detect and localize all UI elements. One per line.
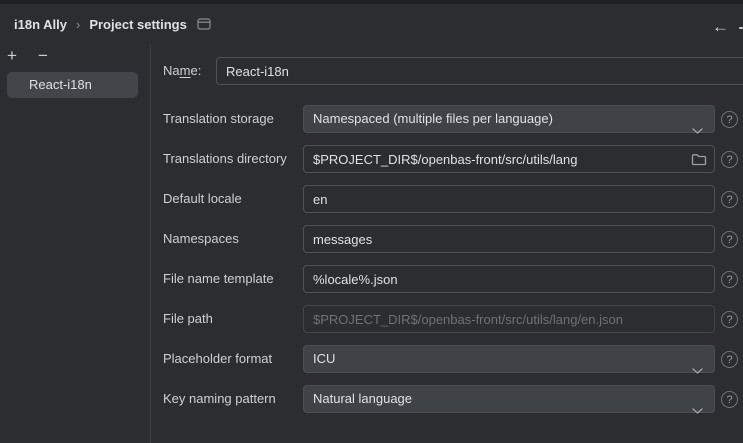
- default-locale-help-icon[interactable]: ?: [721, 191, 738, 208]
- remove-project-button[interactable]: −: [38, 46, 48, 65]
- name-label-pre: Na: [163, 63, 180, 78]
- name-label-mnemonic: m: [179, 63, 191, 78]
- namespaces-input[interactable]: [303, 225, 715, 253]
- key-naming-pattern-value: Natural language: [313, 391, 413, 406]
- project-list-panel: [0, 44, 150, 443]
- translations-directory-help-icon[interactable]: ?: [721, 151, 738, 168]
- default-locale-input[interactable]: [303, 185, 715, 213]
- browse-folder-icon[interactable]: [688, 148, 710, 170]
- sidebar-divider: [150, 44, 151, 443]
- breadcrumb: i18n Ally › Project settings: [0, 4, 743, 44]
- default-locale-label: Default locale: [163, 191, 242, 206]
- translations-directory-input[interactable]: [303, 145, 715, 173]
- name-label-post: e:: [190, 63, 202, 78]
- file-path-help-icon[interactable]: ?: [721, 311, 738, 328]
- add-project-button[interactable]: +: [7, 46, 17, 65]
- breadcrumb-separator: ›: [75, 16, 81, 32]
- back-arrow-icon[interactable]: ←: [712, 17, 729, 36]
- sidebar-toolbar: + −: [0, 44, 55, 68]
- namespaces-label: Namespaces: [163, 231, 239, 246]
- file-path-input: [303, 305, 715, 333]
- chevron-down-icon: [692, 117, 703, 143]
- key-naming-pattern-help-icon[interactable]: ?: [721, 391, 738, 408]
- key-naming-pattern-label: Key naming pattern: [163, 391, 276, 406]
- name-label: Name:: [163, 57, 201, 85]
- chevron-down-icon: [692, 357, 703, 383]
- file-path-label: File path: [163, 311, 213, 326]
- file-name-template-help-icon[interactable]: ?: [721, 271, 738, 288]
- translations-directory-label: Translations directory: [163, 151, 287, 166]
- namespaces-help-icon[interactable]: ?: [721, 231, 738, 248]
- breadcrumb-current: Project settings: [89, 16, 187, 32]
- placeholder-format-label: Placeholder format: [163, 351, 273, 366]
- window-icon[interactable]: [197, 18, 211, 30]
- translation-storage-value: Namespaced (multiple files per language): [313, 111, 553, 126]
- file-name-template-input[interactable]: [303, 265, 715, 293]
- placeholder-format-select[interactable]: ICU: [303, 345, 715, 374]
- key-naming-pattern-select[interactable]: Natural language: [303, 385, 715, 414]
- file-name-template-label: File name template: [163, 271, 274, 286]
- translation-storage-select[interactable]: Namespaced (multiple files per language): [303, 105, 715, 134]
- name-input[interactable]: [216, 57, 743, 85]
- window-top-edge: [0, 0, 743, 4]
- placeholder-format-value: ICU: [313, 351, 336, 366]
- breadcrumb-root[interactable]: i18n Ally: [14, 16, 67, 32]
- translation-storage-label: Translation storage: [163, 111, 274, 126]
- sidebar-item-react-i18n[interactable]: React-i18n: [7, 72, 138, 98]
- placeholder-format-help-icon[interactable]: ?: [721, 351, 738, 368]
- chevron-down-icon: [692, 397, 703, 423]
- translation-storage-help-icon[interactable]: ?: [721, 111, 738, 128]
- forward-arrow-partial-icon[interactable]: [739, 27, 743, 29]
